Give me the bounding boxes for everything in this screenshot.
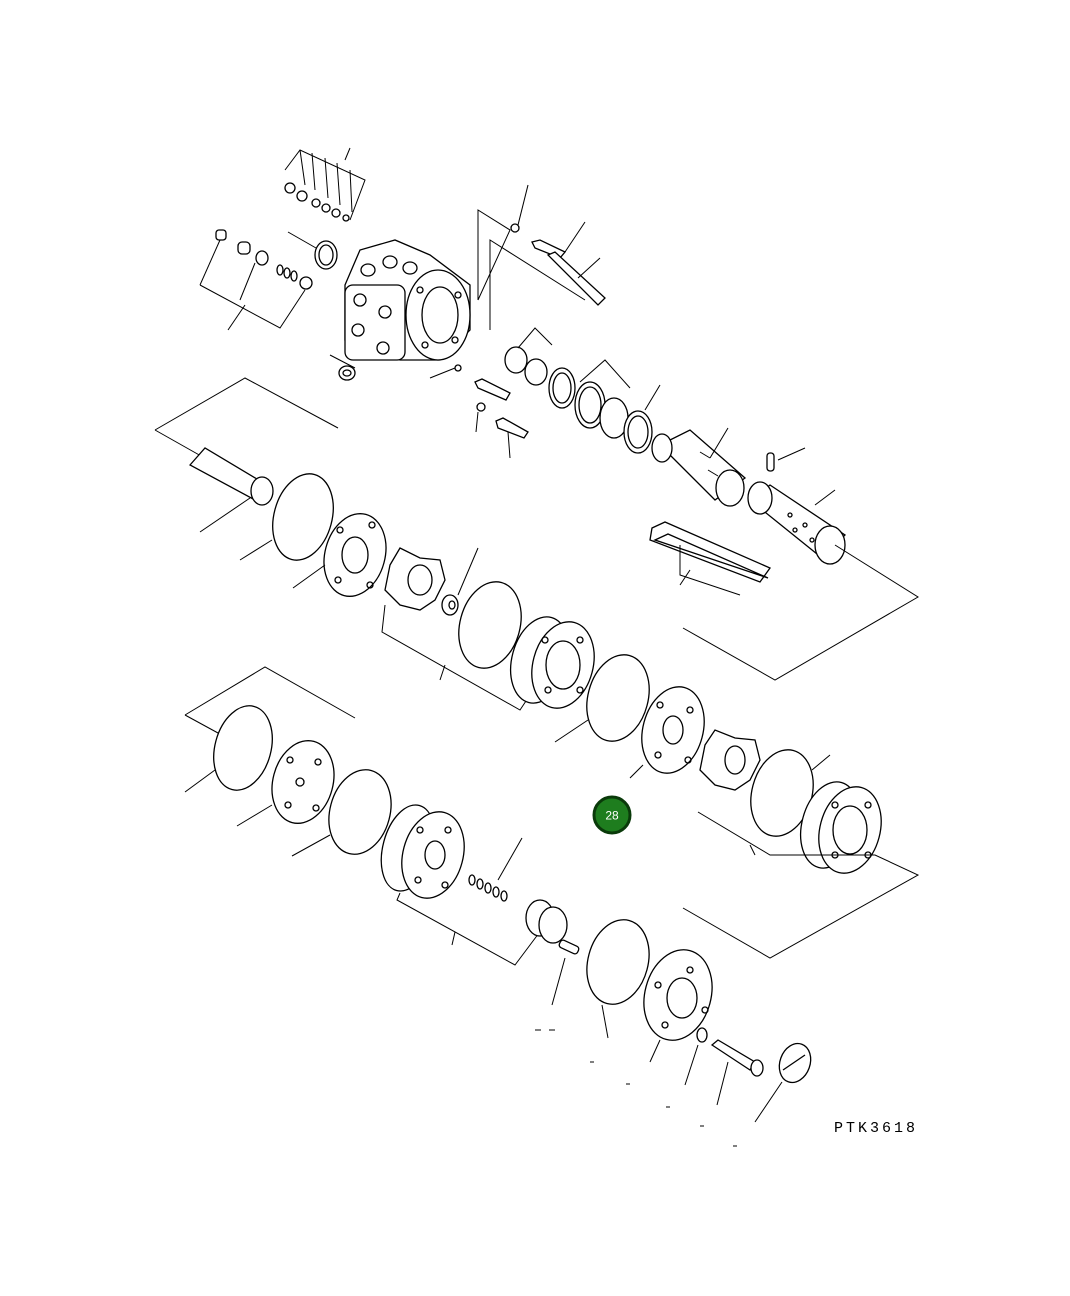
right-star-rotor: [699, 729, 761, 791]
left-plug-group: [199, 229, 313, 331]
lower-end-cover: [380, 804, 546, 966]
leaf-springs: [649, 521, 771, 596]
check-valve-plug: [525, 899, 580, 1006]
top-fittings-group: [284, 147, 366, 222]
mid-o-ring: [458, 581, 522, 669]
right-o-ring-1: [586, 654, 650, 742]
right-plate: [629, 686, 705, 779]
upper-valve-plate: [292, 513, 387, 597]
end-plate: [643, 949, 713, 1063]
part-number-hotspot[interactable]: 28: [592, 795, 632, 835]
drawing-code: PTK3618: [834, 1120, 918, 1137]
valve-housing: [344, 239, 471, 361]
lower-o-ring-1: [213, 705, 273, 791]
upper-gerotor: [510, 616, 595, 709]
hotspot-circle[interactable]: [592, 795, 632, 835]
lower-o-ring-2: [328, 769, 392, 855]
drive-shaft: [188, 447, 274, 533]
lower-plate: [236, 740, 335, 827]
right-gerotor: [682, 781, 920, 959]
pin-bracket-group: [429, 184, 606, 379]
end-o-ring: [586, 919, 650, 1005]
hotspot-label[interactable]: 28: [605, 809, 619, 823]
small-seals: [504, 327, 661, 454]
small-pins: [474, 378, 529, 459]
housing-fitting: [329, 354, 356, 381]
small-coupling: [441, 547, 479, 616]
lower-bracket: [184, 666, 356, 719]
upper-bracket: [154, 377, 339, 431]
washer-bolt-cap: [684, 1027, 812, 1123]
upper-o-ring: [272, 473, 334, 561]
faint-marks: [535, 1029, 737, 1147]
lower-spring: [468, 837, 523, 902]
spool-sleeve: [651, 427, 847, 565]
